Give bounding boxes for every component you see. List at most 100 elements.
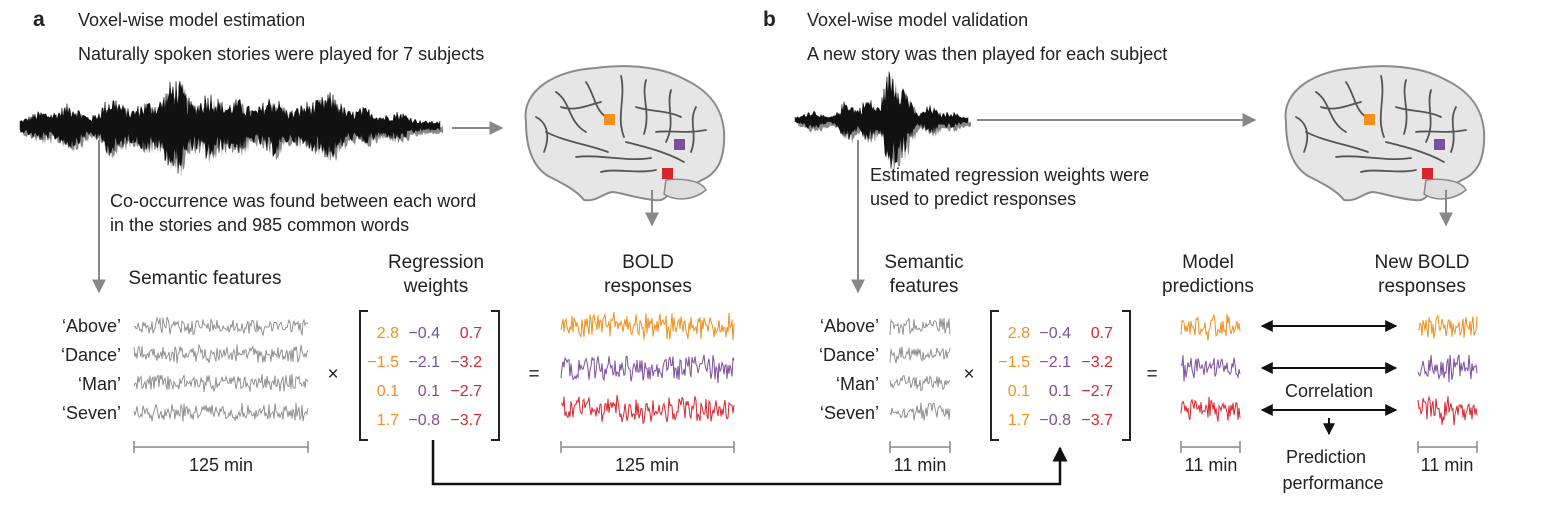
word-label-dance-a: ‘Dance’ <box>61 345 121 365</box>
semantic-feature-traces-b <box>889 317 951 421</box>
prediction-performance-line2: performance <box>1282 473 1383 493</box>
new-bold-trace-2 <box>1417 395 1478 426</box>
brain-sulcus-a <box>535 116 549 153</box>
weight-cell-b-r1-c1: −2.1 <box>1039 354 1071 371</box>
correlation-label: Correlation <box>1285 381 1373 401</box>
brain-illustration-b <box>1284 65 1486 202</box>
weight-cell-b-r0-c0: 2.8 <box>1008 325 1030 342</box>
panel-b-subtitle: A new story was then played for each sub… <box>807 44 1167 64</box>
weight-cell-b-r1-c0: −1.5 <box>998 354 1030 371</box>
brain-sulcus-b <box>1320 101 1362 110</box>
weight-cell-b-r0-c1: −0.4 <box>1039 325 1071 342</box>
audio-waveform-b <box>794 71 971 173</box>
feature-trace-a-0 <box>133 315 309 337</box>
brain-sulcus-a <box>619 75 625 138</box>
scale-bar-bold-a <box>560 441 735 453</box>
scale-bar-predictions <box>1180 441 1241 453</box>
weight-cell-a-r1-c2: −3.2 <box>450 354 482 371</box>
brain-sulcus-b <box>1315 91 1347 133</box>
bold-trace-a-0 <box>560 311 735 341</box>
brain-sulcus-b <box>1385 141 1445 163</box>
word-label-above-a: ‘Above’ <box>62 316 121 336</box>
new-bold-trace-0 <box>1417 314 1478 339</box>
weight-cell-b-r3-c1: −0.8 <box>1039 412 1071 429</box>
matrix-bracket-left-a <box>359 310 368 441</box>
weight-cell-a-r0-c0: 2.8 <box>377 325 399 342</box>
prediction-performance-line1: Prediction <box>1286 447 1366 467</box>
weight-cell-b-r2-c1: 0.1 <box>1049 383 1071 400</box>
new-bold-traces <box>1417 314 1478 426</box>
weight-cell-a-r3-c0: 1.7 <box>377 412 399 429</box>
weight-cell-a-r2-c2: −2.7 <box>450 383 482 400</box>
brain-sulcus-a <box>545 131 609 153</box>
regression-weights-label-a-line2: weights <box>403 276 468 297</box>
word-label-man-a: ‘Man’ <box>78 374 121 394</box>
word-label-man-b: ‘Man’ <box>836 374 879 394</box>
brain-sulcus-a <box>690 106 697 153</box>
weight-cell-a-r3-c1: −0.8 <box>408 412 440 429</box>
times-sign-a: × <box>327 364 338 385</box>
feature-trace-b-0 <box>889 317 951 336</box>
brain-illustration-a <box>524 65 726 202</box>
brain-sulcus-a <box>560 101 602 110</box>
voxel-marker-red-b <box>1422 168 1433 179</box>
feature-trace-b-2 <box>889 374 951 392</box>
equals-sign-a: = <box>528 364 539 385</box>
panel-b-letter: b <box>763 8 776 31</box>
brain-sulcus-a <box>643 79 648 135</box>
brain-sulcus-a <box>575 155 652 161</box>
weight-cell-a-r2-c1: 0.1 <box>418 383 440 400</box>
feature-trace-b-3 <box>889 402 951 421</box>
brain-outline-b <box>1284 65 1486 202</box>
waveform-a-signal <box>19 81 441 174</box>
semantic-feature-traces-a <box>133 315 309 422</box>
brain-sulcus-b <box>1305 131 1369 153</box>
semantic-features-label-b-line2: features <box>890 276 959 297</box>
brain-sulcus-a <box>625 141 685 163</box>
estimated-weights-text-line2: used to predict responses <box>870 189 1076 209</box>
duration-label-new-bold: 11 min <box>1421 455 1474 475</box>
new-bold-label-line2: responses <box>1378 276 1466 297</box>
weight-cell-b-r0-c2: 0.7 <box>1091 325 1113 342</box>
brain-sulcus-a <box>600 169 657 173</box>
bold-traces-a <box>560 311 735 425</box>
brain-sulcus-b <box>1295 116 1309 153</box>
weight-cell-a-r2-c0: 0.1 <box>377 383 399 400</box>
voxel-marker-purple-a <box>674 139 685 150</box>
voxel-marker-purple-b <box>1434 139 1445 150</box>
duration-label-features-a: 125 min <box>189 455 253 475</box>
brain-sulcus-b <box>1450 106 1457 153</box>
brain-sulcus-b <box>1379 75 1385 138</box>
matrix-bracket-right-a <box>491 310 500 441</box>
cerebellum-b <box>1423 178 1467 200</box>
word-label-dance-b: ‘Dance’ <box>819 345 879 365</box>
voxel-marker-orange-a <box>604 114 615 125</box>
equals-sign-b: = <box>1146 364 1157 385</box>
brain-sulcus-a <box>665 89 672 143</box>
bold-trace-a-1 <box>560 354 735 384</box>
duration-label-predictions: 11 min <box>1185 455 1238 475</box>
estimated-weights-text-line1: Estimated regression weights were <box>870 165 1149 185</box>
prediction-trace-1 <box>1180 355 1241 382</box>
waveform-b-signal <box>794 71 969 169</box>
duration-label-bold-a: 125 min <box>615 455 679 475</box>
brain-sulcus-b <box>1335 155 1412 161</box>
prediction-traces <box>1180 314 1241 422</box>
weight-cell-b-r2-c0: 0.1 <box>1008 383 1030 400</box>
cooccurrence-text-line2: in the stories and 985 common words <box>110 215 409 235</box>
brain-sulcus-b <box>1360 169 1417 173</box>
weight-cell-a-r0-c1: −0.4 <box>408 325 440 342</box>
scale-bar-features-a <box>133 441 309 453</box>
brain-sulcus-b <box>1425 89 1432 143</box>
weight-cell-a-r1-c1: −2.1 <box>408 354 440 371</box>
word-label-seven-b: ‘Seven’ <box>820 403 879 423</box>
voxel-marker-orange-b <box>1364 114 1375 125</box>
new-bold-label-line1: New BOLD <box>1374 252 1469 273</box>
matrix-bracket-left-b <box>990 310 999 441</box>
arrow-weights-transfer <box>431 440 1068 486</box>
brain-sulcus-a <box>655 129 707 133</box>
scale-bar-features-b <box>889 441 951 453</box>
weight-cell-b-r3-c2: −3.7 <box>1081 412 1113 429</box>
